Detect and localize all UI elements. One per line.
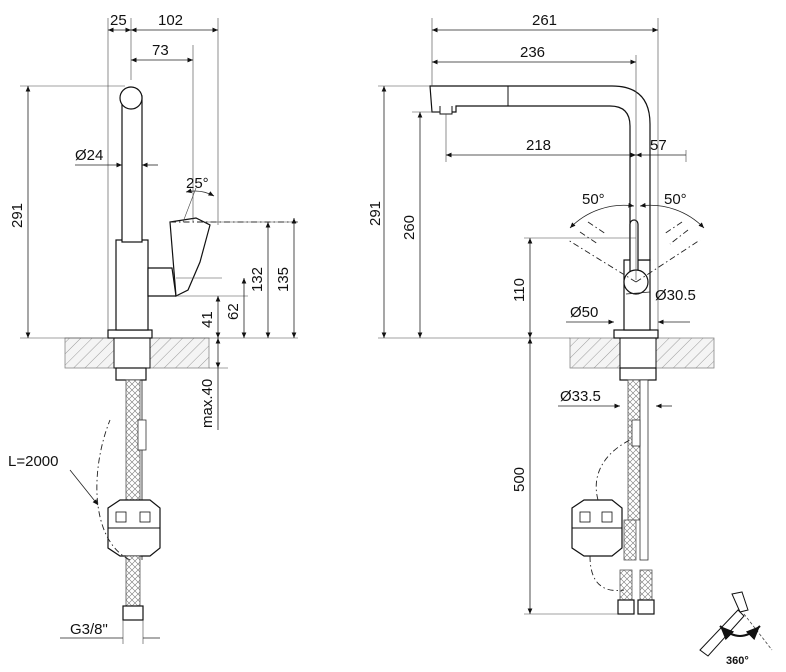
dim-height-132: 132: [249, 267, 266, 292]
rotation-label: 360°: [726, 655, 749, 667]
mounting-nut-left: [113, 337, 151, 369]
label-hose-length: L=2000: [8, 453, 58, 470]
dim-max-thickness: max.40: [199, 379, 216, 428]
shank-left: [115, 367, 147, 381]
dim-angle-50-right: 50°: [664, 191, 687, 208]
dim-dia-30-5: Ø30.5: [655, 287, 696, 304]
dim-dia-24: Ø24: [75, 147, 103, 164]
rotation-360-icon: 360°: [699, 591, 773, 667]
spout-left: [121, 95, 143, 243]
dim-dia-33-5: Ø33.5: [560, 388, 601, 405]
dim-height-135: 135: [275, 267, 292, 292]
dim-height-291: 291: [9, 203, 26, 228]
dim-height-62: 62: [225, 303, 242, 320]
dim-top-102: 102: [158, 12, 183, 29]
left-side-view: 25 102 73 Ø24 25° 291 132 135 62 41: [8, 12, 298, 644]
connector-right-a: [617, 599, 635, 615]
connector-right-b: [637, 599, 655, 615]
dim-top-73: 73: [152, 42, 169, 59]
dim-top-25: 25: [110, 12, 127, 29]
lever-handle-left: [147, 267, 177, 297]
mounting-nut-right: [619, 337, 657, 369]
dim-angle-50-left: 50°: [582, 191, 605, 208]
base-plate-right: [613, 329, 659, 339]
dim-top-236: 236: [520, 44, 545, 61]
base-plate-left: [107, 329, 153, 339]
dim-angle-25: 25°: [186, 175, 209, 192]
right-front-view: 261 236 218 57 50° 50° 291 260 110 Ø30.5…: [367, 12, 715, 615]
dim-reach-218: 218: [526, 137, 551, 154]
dim-depth-500: 500: [511, 467, 528, 492]
connector-left: [122, 605, 144, 621]
dim-height-291-right: 291: [367, 201, 384, 226]
label-thread: G3/8": [70, 621, 108, 638]
spout-top-left: [119, 86, 143, 110]
dim-height-41: 41: [199, 311, 216, 328]
faucet-body-left: [115, 239, 149, 331]
dim-dia-50: Ø50: [570, 304, 598, 321]
dim-height-110: 110: [511, 278, 528, 302]
spout-right: [429, 85, 651, 261]
dim-offset-57: 57: [650, 137, 667, 154]
dim-height-260: 260: [401, 215, 418, 240]
dim-top-261: 261: [532, 12, 557, 29]
